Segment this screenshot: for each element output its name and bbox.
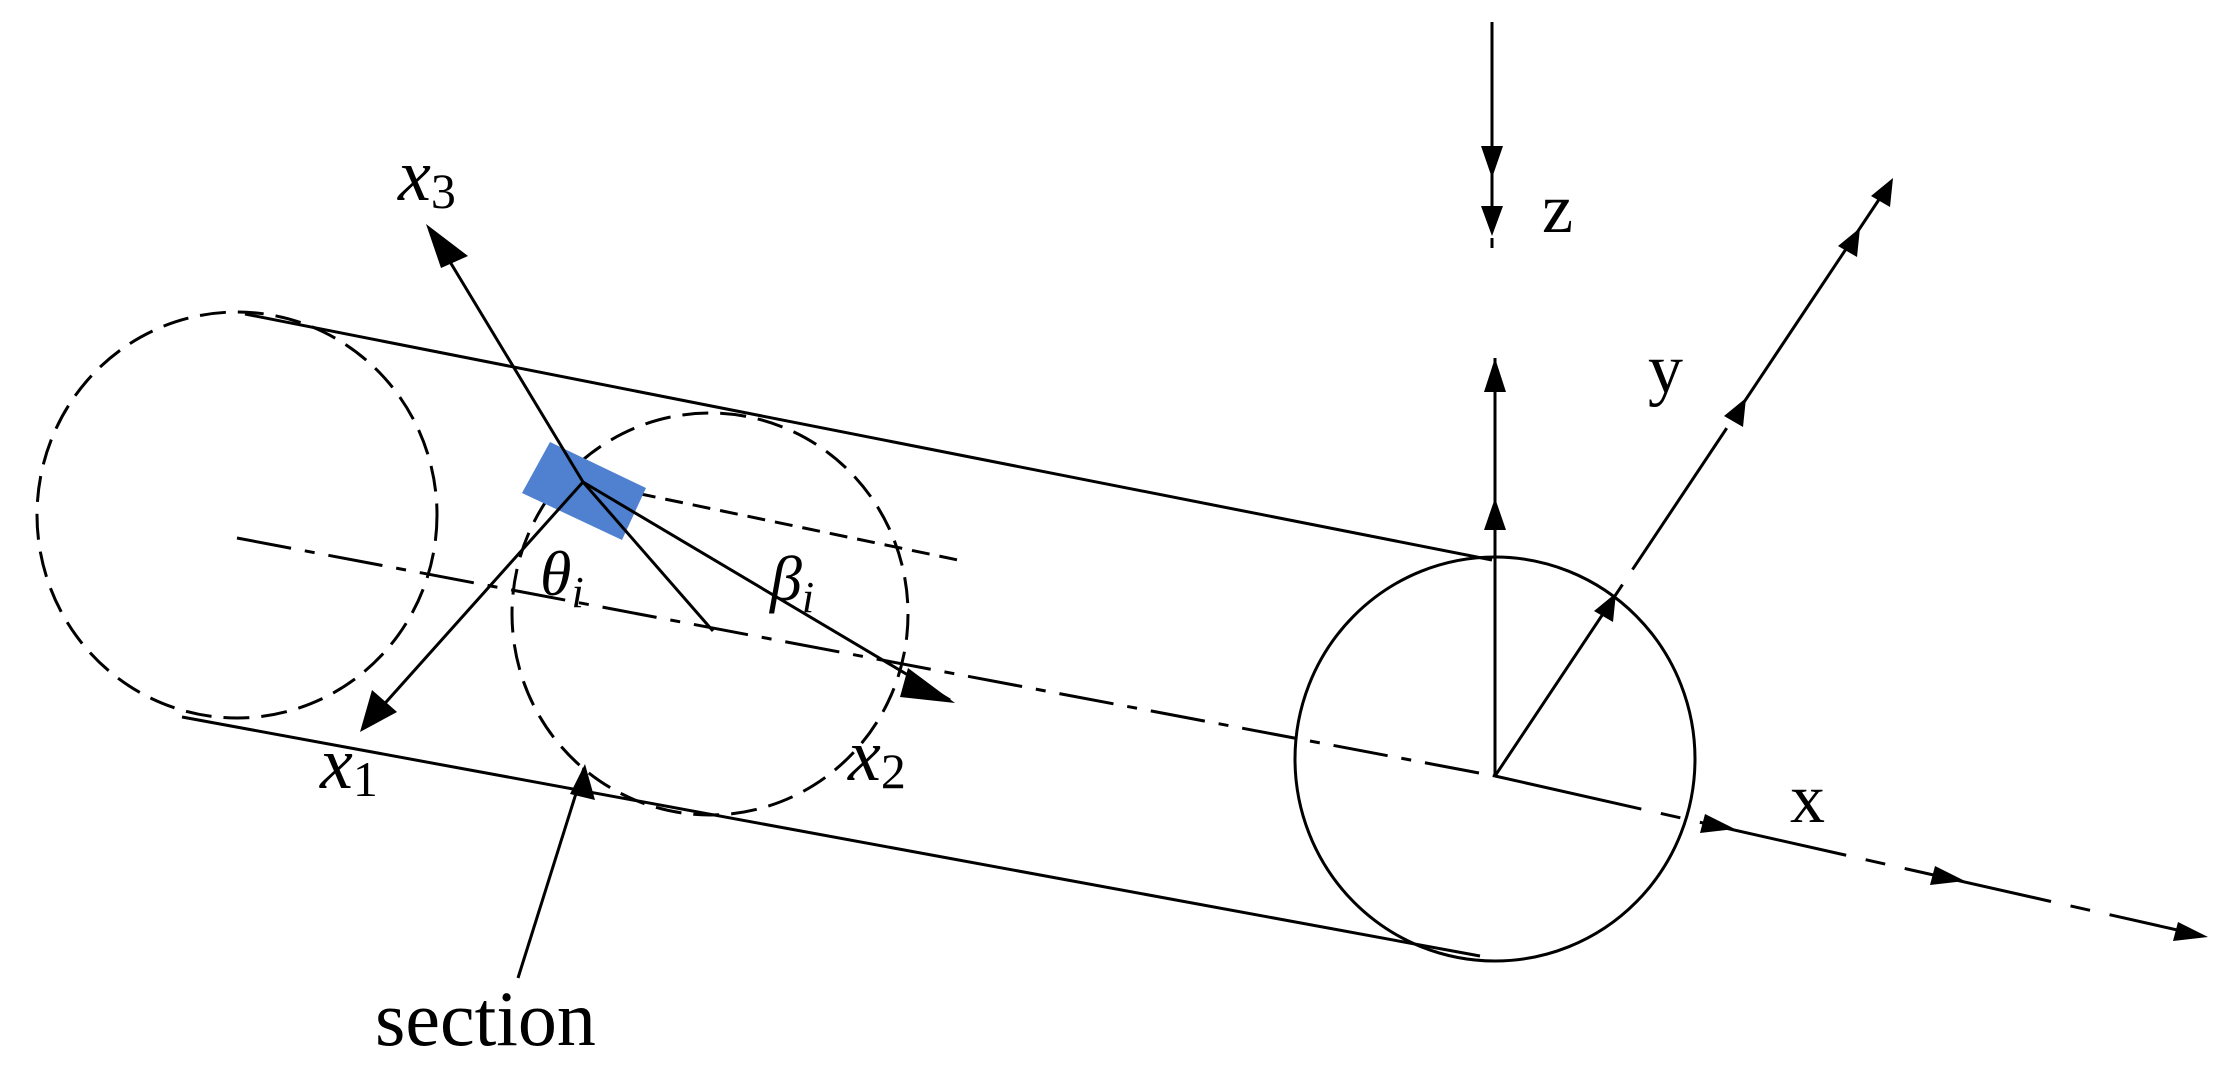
- z-axis-down-arrowhead-1: [1481, 146, 1503, 178]
- x2-axis-arrowhead: [900, 668, 955, 703]
- x3-axis-line: [430, 231, 585, 483]
- z-axis-down-arrowhead-2: [1481, 206, 1503, 236]
- y-axis-arrowhead-4: [1871, 178, 1893, 207]
- x3-label: x3: [397, 135, 456, 219]
- pipe-centerline: [236, 536, 1496, 778]
- theta-label: θi: [540, 538, 584, 617]
- x3-axis-arrowhead: [426, 224, 468, 268]
- z-label: z: [1542, 171, 1573, 248]
- z-axis-up-arrowhead-2: [1484, 498, 1506, 530]
- y-axis-arrowhead-2: [1724, 398, 1746, 427]
- y-axis-arrowhead-3: [1838, 228, 1860, 257]
- cylinder-top-generator: [244, 312, 1493, 562]
- section-pointer-line: [516, 767, 586, 979]
- y-label: y: [1648, 331, 1683, 408]
- y-axis-arrowhead-1: [1594, 593, 1616, 622]
- section-label: section: [375, 975, 596, 1062]
- x-label: x: [1790, 761, 1825, 838]
- x-axis-arrowhead-2: [1930, 866, 1965, 885]
- x-axis-line: [1494, 774, 2196, 936]
- x2-label: x2: [847, 715, 906, 799]
- x1-axis-arrowhead: [360, 690, 397, 732]
- pipe-element: [522, 442, 646, 540]
- x-axis-arrowhead-1: [1700, 814, 1735, 833]
- radius-line: [581, 481, 715, 632]
- x1-label: x1: [319, 723, 378, 807]
- element-reference-line: [582, 480, 959, 562]
- x2-axis-line: [582, 480, 951, 702]
- x-axis-arrowhead-3: [2173, 922, 2208, 941]
- section-circle-dashed: [510, 411, 910, 817]
- cylinder-bottom-generator: [181, 715, 1481, 958]
- left-end-circle-dashed: [35, 310, 439, 720]
- z-axis-up-arrowhead-1: [1484, 358, 1506, 392]
- beta-label: βi: [768, 543, 814, 622]
- section-pointer-arrowhead: [570, 764, 595, 800]
- x1-axis-line: [368, 480, 585, 722]
- y-axis-line: [1493, 182, 1892, 777]
